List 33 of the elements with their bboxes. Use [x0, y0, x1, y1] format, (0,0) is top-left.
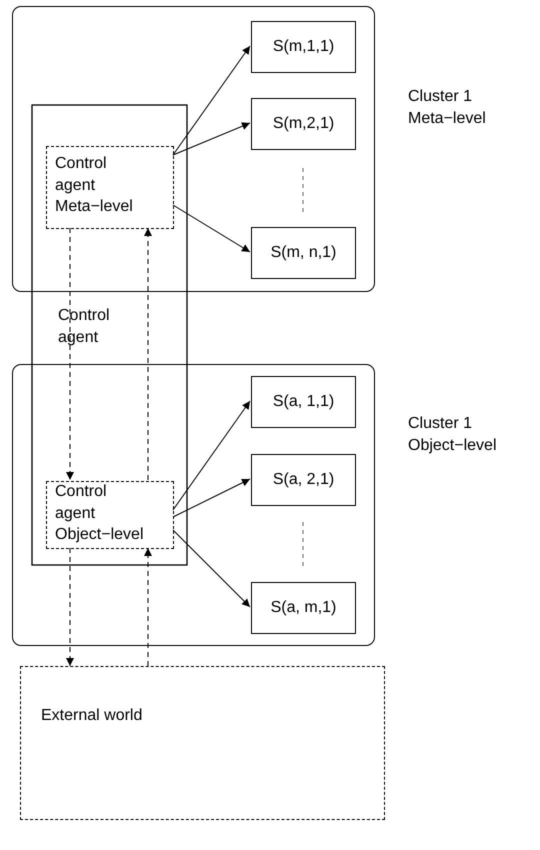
- state-box: [251, 21, 356, 73]
- cluster-label: Cluster 1 Object−level: [408, 414, 498, 456]
- dashed-agent-box: [46, 146, 174, 229]
- state-label: S(a, 1,1): [272, 392, 336, 412]
- arrow: [172, 204, 250, 252]
- arrow: [66, 228, 74, 480]
- state-label: S(m,1,1): [272, 37, 336, 57]
- arrow: [172, 530, 250, 608]
- cluster-box: [12, 364, 375, 646]
- state-label: S(a, 2,1): [272, 470, 336, 490]
- arrow: [144, 228, 152, 480]
- arrow: [172, 478, 250, 518]
- state-box: [251, 98, 356, 150]
- state-box: [251, 376, 356, 428]
- cluster-label: Cluster 1 Meta−level: [408, 87, 487, 129]
- cluster-box: [12, 6, 375, 292]
- arrow: [172, 400, 250, 510]
- arrow: [172, 46, 250, 156]
- state-box: [251, 227, 356, 279]
- arrow: [144, 548, 152, 666]
- agent-label: Control agent: [58, 306, 110, 348]
- state-box: [251, 582, 356, 634]
- state-label: S(m,2,1): [272, 114, 336, 134]
- dashed-agent-box: [46, 481, 174, 549]
- state-label: S(m, n,1): [270, 243, 338, 263]
- agent-label: Control agent Meta−level: [55, 154, 133, 218]
- arrow: [172, 122, 250, 156]
- world-label: External world: [41, 706, 142, 726]
- arrow: [66, 548, 74, 666]
- dashed-world-box: [20, 666, 385, 820]
- agent-label: Control agent Object−level: [55, 482, 144, 546]
- state-label: S(a, m,1): [270, 598, 338, 618]
- state-box: [251, 454, 356, 506]
